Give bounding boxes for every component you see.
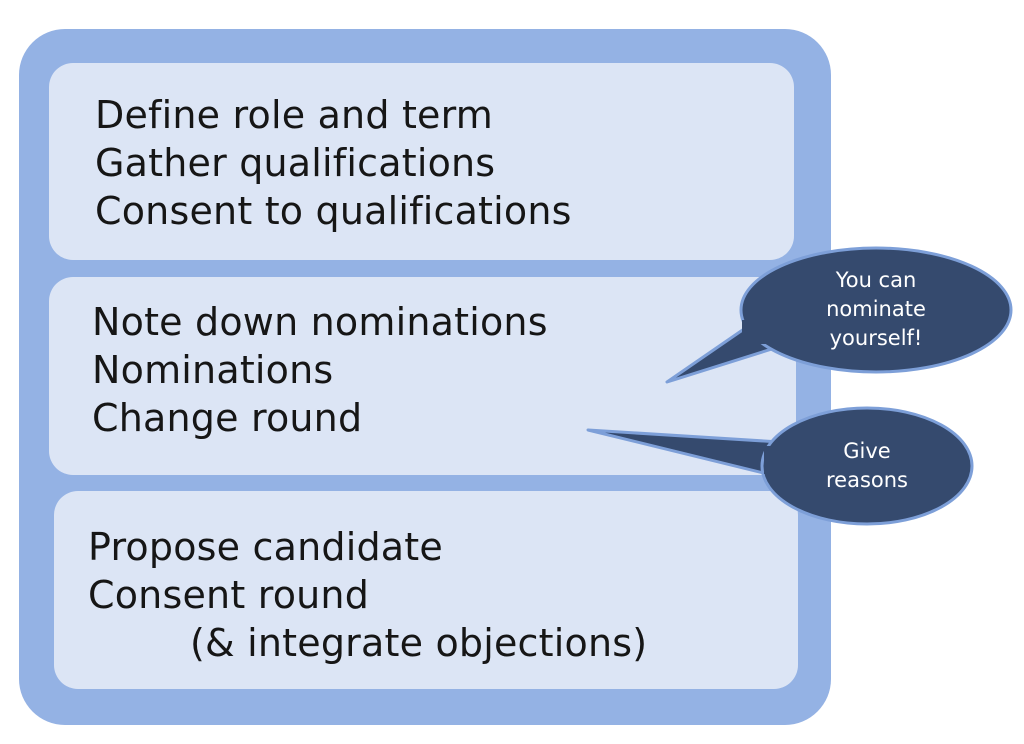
- callout-nominate-yourself: [665, 246, 1013, 384]
- step-nominations: Nominations: [92, 348, 334, 392]
- step-note-nominations: Note down nominations: [92, 300, 548, 344]
- callout-give-reasons: [586, 406, 974, 526]
- callout-line: You can: [835, 268, 917, 292]
- phase-panel-consent: [54, 491, 798, 689]
- step-define-role: Define role and term: [95, 93, 493, 137]
- step-consent-round: Consent round: [88, 573, 370, 617]
- callout-line: reasons: [825, 468, 908, 492]
- callout-text-reasons: Give reasons: [787, 437, 947, 495]
- phase-panel-definition: [49, 63, 794, 260]
- callout-line: yourself!: [829, 326, 923, 350]
- callout-line: Give: [843, 439, 891, 463]
- step-integrate-objections: (& integrate objections): [190, 621, 648, 665]
- step-propose-candidate: Propose candidate: [88, 525, 443, 569]
- callout-line: nominate: [826, 297, 926, 321]
- callout-text-nominate: You can nominate yourself!: [796, 266, 956, 353]
- step-consent-qualifications: Consent to qualifications: [95, 189, 572, 233]
- step-change-round: Change round: [92, 396, 363, 440]
- step-gather-qualifications: Gather qualifications: [95, 141, 496, 185]
